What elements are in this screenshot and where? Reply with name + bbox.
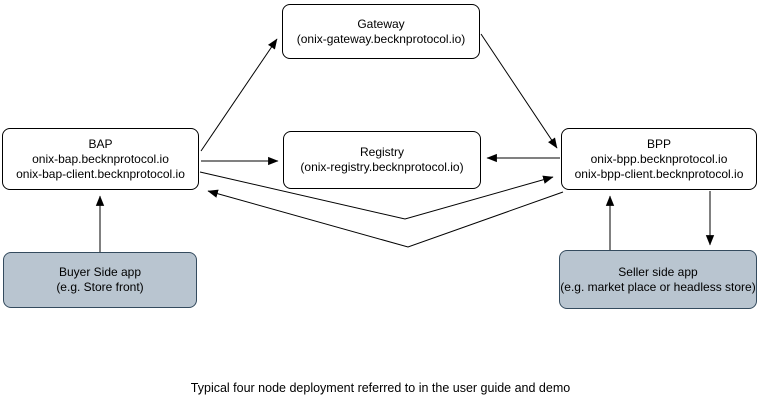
node-gateway: Gateway (onix-gateway.becknprotocol.io) (282, 4, 480, 59)
node-bpp-client-domain: onix-bpp-client.becknprotocol.io (574, 166, 744, 181)
node-gateway-title: Gateway (357, 16, 405, 31)
node-buyer-app-subtitle: (e.g. Store front) (56, 280, 144, 294)
node-bpp: BPP onix-bpp.becknprotocol.io onix-bpp-c… (561, 128, 757, 190)
node-bap-title: BAP (88, 136, 113, 151)
arrow-gateway-to-bpp (480, 33, 558, 149)
node-buyer-side-app: Buyer Side app (e.g. Store front) (3, 252, 197, 308)
node-bpp-domain: onix-bpp.becknprotocol.io (590, 151, 728, 166)
node-seller-app-subtitle: (e.g. market place or headless store) (560, 279, 756, 294)
node-bap-domain: onix-bap.becknprotocol.io (32, 151, 169, 166)
node-bap: BAP onix-bap.becknprotocol.io onix-bap-c… (2, 128, 199, 190)
node-gateway-domain: (onix-gateway.becknprotocol.io) (296, 31, 466, 46)
diagram-caption: Typical four node deployment referred to… (190, 381, 571, 395)
node-seller-side-app: Seller side app (e.g. market place or he… (559, 250, 757, 309)
arrow-bpp-to-bap (207, 189, 564, 248)
node-registry-domain: (onix-registry.becknprotocol.io) (300, 160, 464, 174)
node-registry: Registry (onix-registry.becknprotocol.io… (283, 131, 481, 189)
arrow-bap-to-bpp (199, 171, 554, 220)
node-bpp-title: BPP (646, 136, 671, 151)
arrow-bap-to-gateway (200, 38, 278, 152)
node-seller-app-title: Seller side app (618, 264, 698, 279)
node-buyer-app-title: Buyer Side app (58, 265, 142, 279)
node-registry-title: Registry (359, 145, 404, 159)
node-bap-client-domain: onix-bap-client.becknprotocol.io (16, 166, 185, 181)
